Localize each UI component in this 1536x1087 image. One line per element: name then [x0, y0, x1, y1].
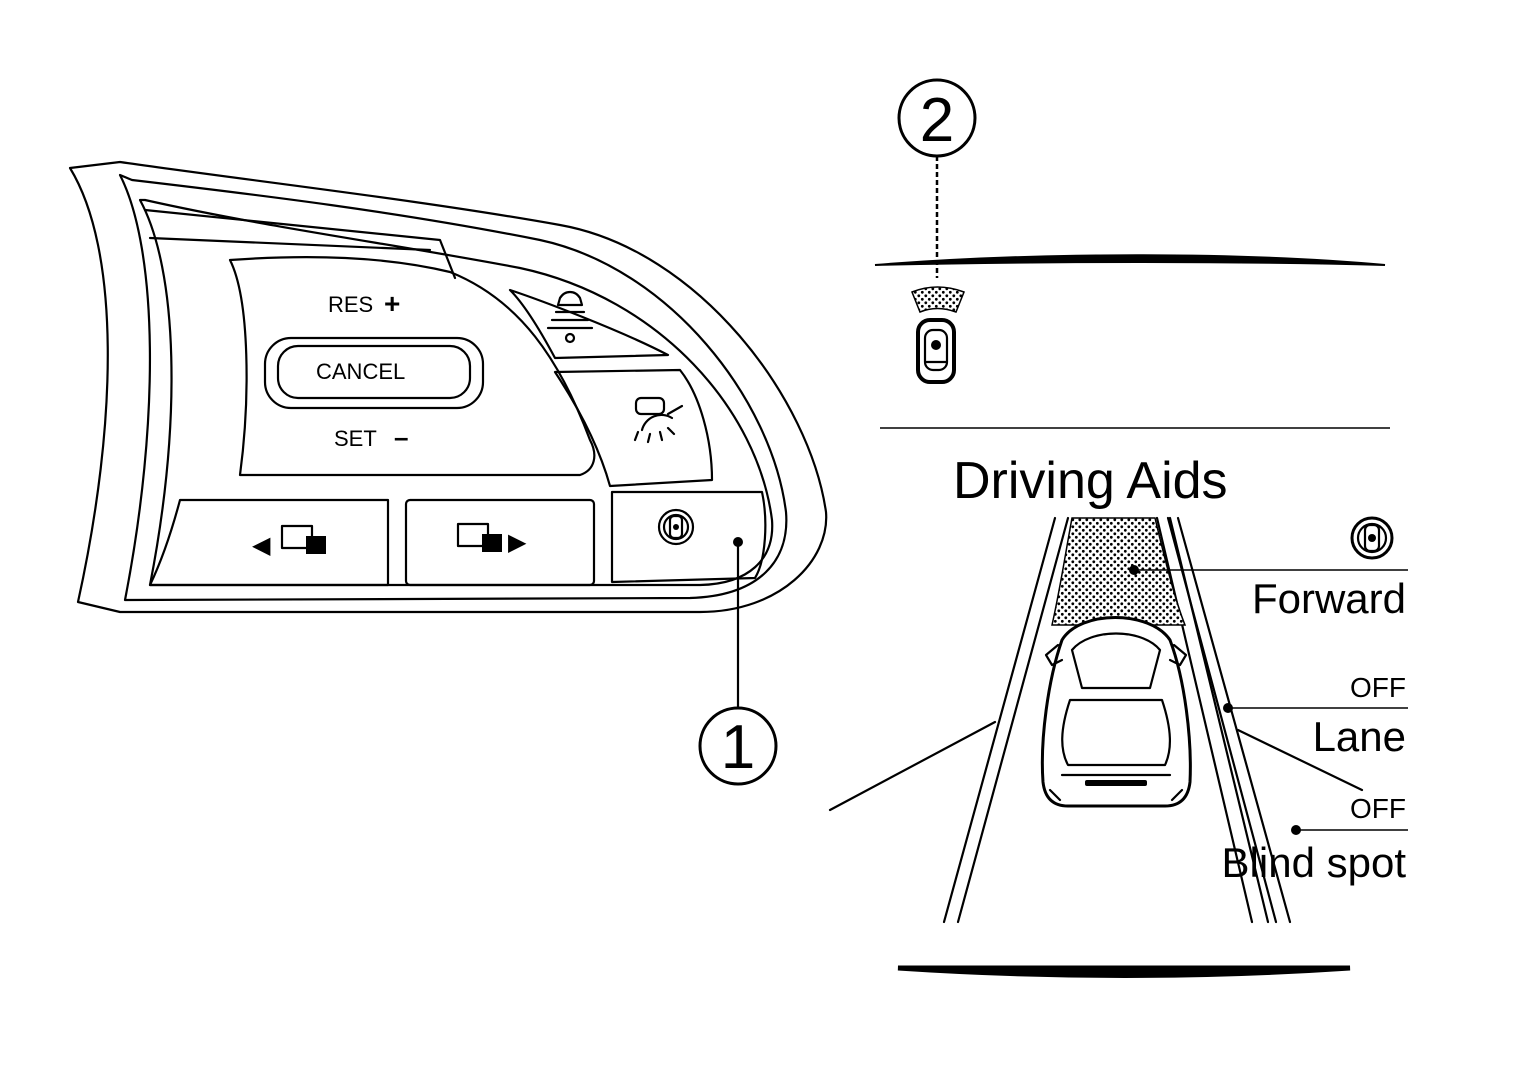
display-title: Driving Aids	[953, 452, 1228, 510]
set-label: SET	[334, 426, 377, 451]
lane-markings	[828, 516, 1292, 924]
next-page-icon	[456, 522, 502, 552]
driving-aids-distance-icon	[546, 290, 594, 344]
blind-spot-label: Blind spot	[1222, 839, 1407, 886]
menu-item-forward: Forward	[1252, 575, 1406, 622]
display-top-edge	[874, 254, 1386, 266]
res-label: RES	[328, 292, 373, 317]
previous-page-button[interactable]: ◀	[148, 498, 390, 587]
blind-spot-status: OFF	[1350, 793, 1406, 824]
res-plus-symbol: +	[384, 288, 400, 319]
next-arrow: ▶	[508, 529, 527, 556]
forward-label: Forward	[1252, 575, 1406, 622]
next-page-button[interactable]: ▶	[404, 498, 596, 587]
steering-wheel-switch: RES + CANCEL SET –	[68, 160, 828, 614]
callout-2-number: 2	[920, 86, 954, 155]
display-bottom-edge	[897, 965, 1351, 978]
previous-arrow: ◀	[252, 532, 271, 559]
vehicle-icon	[1040, 616, 1192, 808]
driving-aids-settings-icon	[657, 508, 695, 546]
menu-item-blind-spot: OFF Blind spot	[1222, 793, 1407, 886]
cancel-button-bezel	[263, 336, 485, 410]
callout-2: 2	[897, 78, 977, 278]
driving-aids-status-indicator	[911, 286, 965, 384]
cruise-speed-icon	[633, 396, 684, 444]
cancel-button[interactable]: CANCEL	[276, 344, 472, 400]
cruise-speed-button[interactable]	[553, 368, 714, 488]
callout-1-number: 1	[721, 713, 755, 782]
switch-inner-trim	[118, 173, 788, 602]
distance-button[interactable]	[508, 288, 670, 360]
lane-label: Lane	[1313, 713, 1406, 760]
meter-display: 2 Driving Aids	[828, 78, 1408, 978]
switch-bezel	[138, 198, 774, 587]
menu-item-lane: OFF Lane	[1313, 672, 1406, 760]
set-minus-symbol: –	[394, 422, 408, 452]
lane-status: OFF	[1350, 672, 1406, 703]
cancel-button-face[interactable]	[276, 344, 472, 400]
driving-aids-button[interactable]	[610, 490, 767, 584]
forward-detection-zone	[1051, 517, 1187, 626]
driving-aids-settings-icon	[1350, 516, 1394, 560]
callout-1: 1	[698, 537, 778, 786]
cancel-label: CANCEL	[316, 359, 405, 384]
switch-outer-trim	[68, 160, 828, 614]
previous-page-icon	[280, 524, 326, 554]
